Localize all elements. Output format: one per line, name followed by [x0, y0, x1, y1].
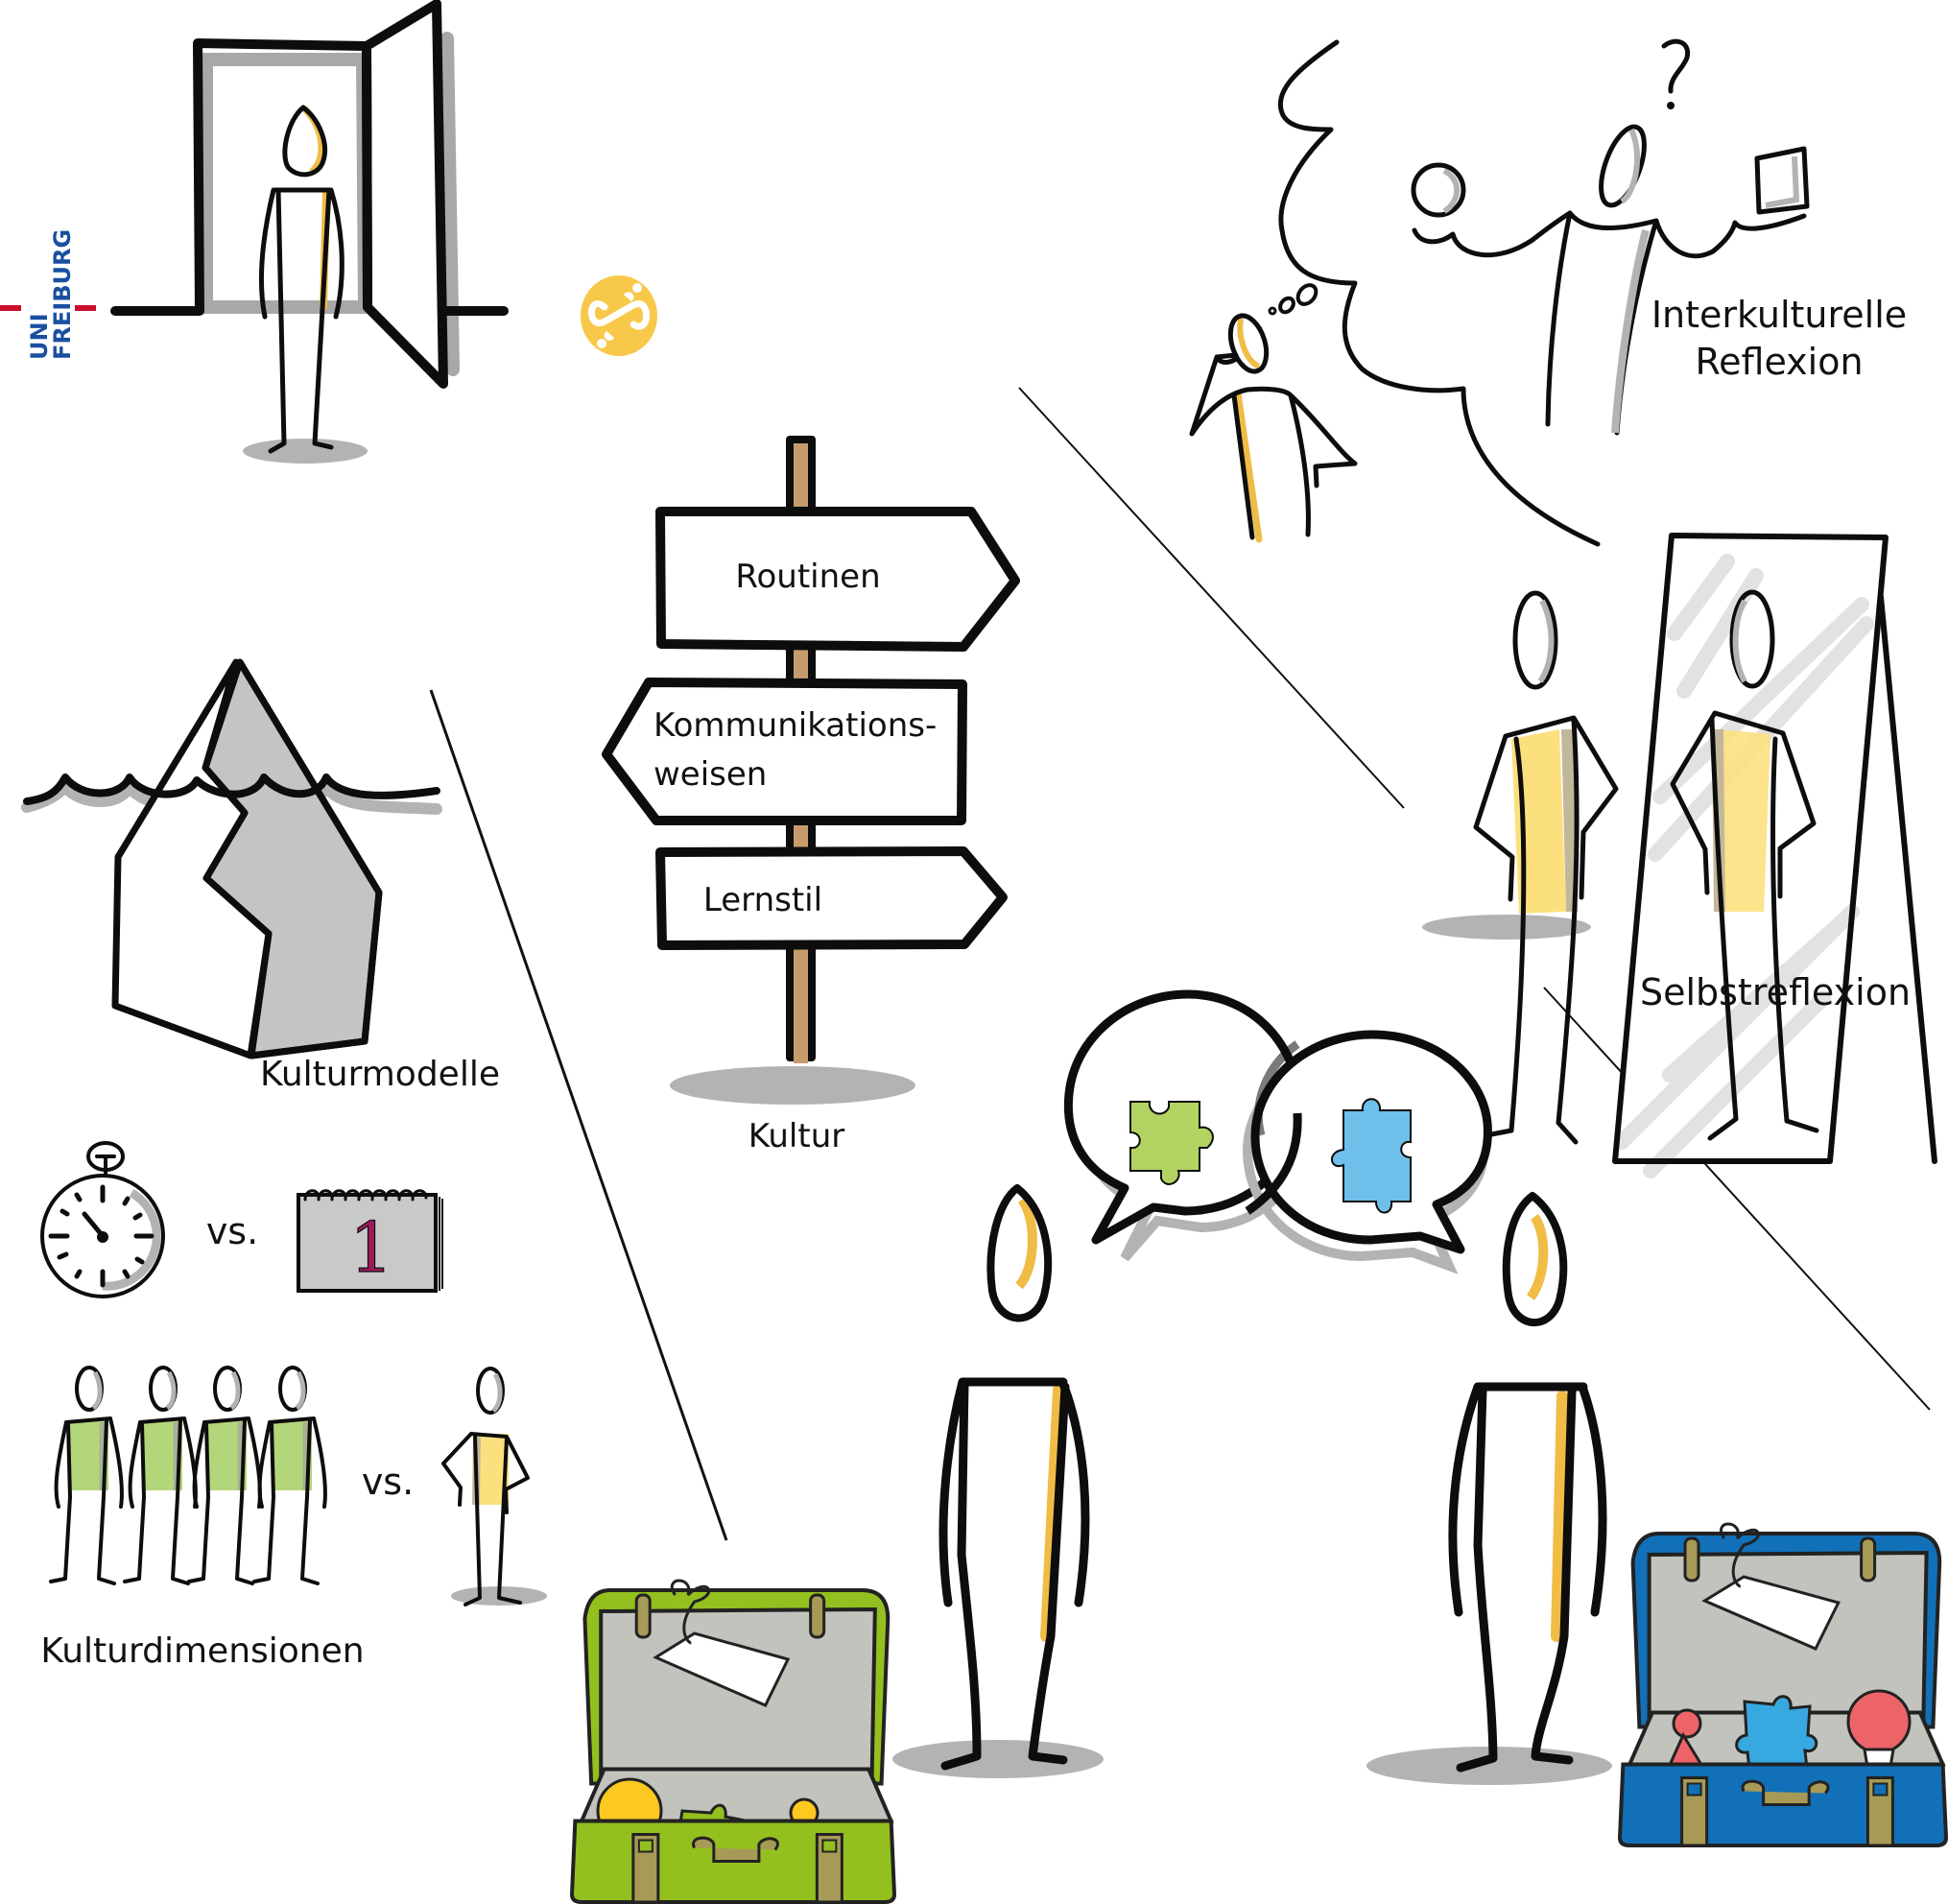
signpost-shadow: [670, 1066, 915, 1105]
signpost-scene: Routinen Kommunikations- weisen Lernstil…: [602, 436, 1020, 1155]
thought-dot-medium: [1278, 296, 1295, 315]
mirror-reflection-person: [1670, 589, 1819, 1141]
suitcase-blue: [1617, 1522, 1948, 1847]
person-left-large: [892, 1184, 1104, 1778]
door-person: [259, 105, 344, 454]
door-scene: [110, 0, 509, 464]
iceberg-light-face: [111, 658, 273, 1059]
group-person: [123, 1366, 198, 1585]
door-frame-left: [110, 38, 371, 316]
sign-kommunikation-line2: weisen: [653, 755, 767, 794]
suitcase-green: [569, 1579, 897, 1904]
suitcase-handle: [1741, 1779, 1830, 1806]
door-panel: [362, 0, 448, 389]
reflection-label-line2: Reflexion: [1695, 341, 1863, 383]
sign-routinen-label: Routinen: [735, 558, 880, 596]
sign-kommunikationsweisen: Kommunikations- weisen: [602, 678, 967, 825]
culture-dimensions-label: Kulturdimensionen: [40, 1631, 364, 1671]
puzzle-piece-green-icon: [1129, 1101, 1214, 1185]
luggage-tag-icon: [1701, 1575, 1841, 1651]
culture-models-label: Kulturmodelle: [260, 1055, 500, 1094]
culture-dimensions-scene: vs. Kulturdimensionen: [40, 1366, 547, 1671]
sign-lernstil: Lernstil: [655, 846, 1008, 950]
individual-person: [441, 1367, 547, 1606]
group-person: [49, 1366, 124, 1585]
stopwatch-icon: [40, 1141, 165, 1298]
suitcase-handle: [692, 1836, 779, 1863]
mirror-stand-leg: [1878, 594, 1937, 1164]
sign-lernstil-label: Lernstil: [703, 881, 822, 919]
figure-shadow: [243, 439, 368, 464]
self-reflection-label: Selbstreflexion: [1640, 971, 1911, 1013]
infinity-s-logo: [581, 275, 657, 356]
calendar-day: 1: [349, 1207, 393, 1288]
calendar-icon: 1: [297, 1189, 443, 1293]
head: [282, 105, 328, 178]
thought-dot-small: [1268, 306, 1277, 316]
divider-line-left: [429, 689, 728, 1541]
logo-text-freiburg: FREIBURG: [49, 229, 76, 360]
divider-line-top-right: [1018, 387, 1405, 809]
sign-kommunikation-line1: Kommunikations-: [653, 706, 937, 745]
divider-line-bottom-right: [1543, 987, 1931, 1411]
door-panel-shadow: [440, 32, 460, 376]
cloud-inner-edge: [1412, 210, 1807, 259]
luggage-tag-icon: [653, 1631, 791, 1707]
question-mark-icon: [1661, 38, 1691, 94]
collectivist-group: [49, 1366, 327, 1585]
person-right-large: [1366, 1192, 1612, 1785]
lightbulb-icon: [1846, 1689, 1912, 1754]
cloud-person-round-head: [1411, 162, 1466, 218]
figure-shadow: [1422, 915, 1591, 940]
reflection-label-line1: Interkulturelle: [1651, 294, 1907, 336]
thought-dot-large: [1295, 283, 1318, 306]
logo-red-bar-left: [0, 305, 21, 311]
thought-cloud: [1277, 39, 1601, 547]
time-orientation-scene: vs. 1: [40, 1141, 443, 1298]
self-person: [1473, 590, 1619, 1145]
body: [259, 187, 344, 454]
vs-label-2: vs.: [362, 1461, 414, 1503]
self-reflection-scene: Selbstreflexion: [1422, 533, 1937, 1178]
culture-models-scene: Kulturmodelle: [21, 658, 500, 1094]
group-person: [187, 1366, 262, 1585]
iceberg-outline: [236, 658, 383, 1059]
water-line: [23, 774, 440, 805]
intercultural-reflection-scene: Interkulturelle Reflexion: [1189, 38, 1907, 547]
dialogue-scene: [1063, 989, 1492, 1274]
sign-routinen: Routinen: [655, 507, 1020, 652]
group-person: [252, 1366, 327, 1585]
vs-label-1: vs.: [206, 1210, 258, 1252]
culture-label: Kultur: [748, 1117, 844, 1155]
thinker-person: [1189, 313, 1358, 543]
door-frame-right: [362, 45, 372, 312]
uni-freiburg-logo: UNI FREIBURG: [0, 229, 96, 360]
logo-red-bar-right: [75, 305, 96, 311]
logo-text-uni: UNI: [26, 313, 53, 360]
puzzle-piece-blue-icon: [1331, 1098, 1412, 1214]
cloud-object-square: [1754, 146, 1810, 215]
